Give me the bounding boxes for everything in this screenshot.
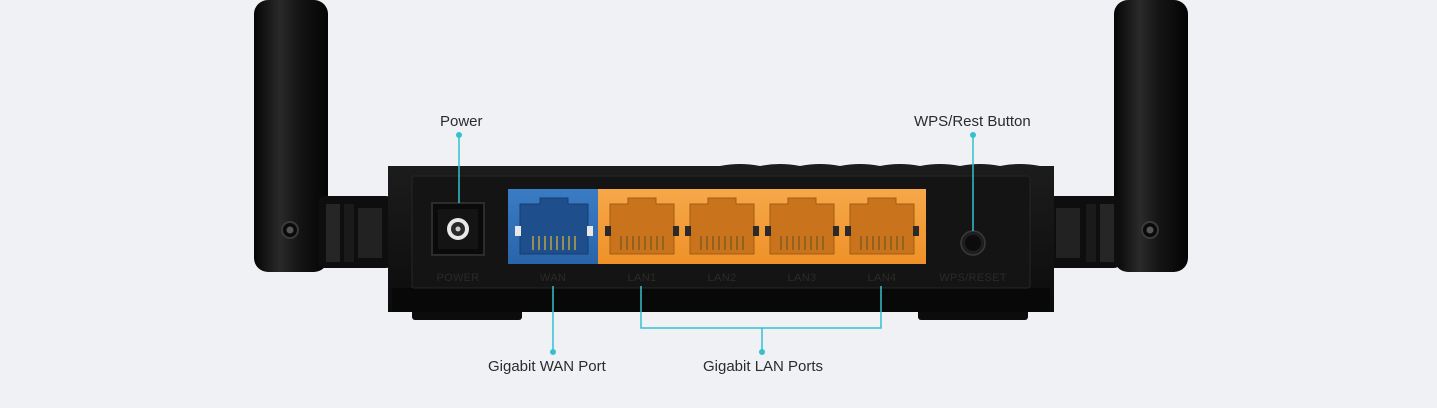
power-jack-icon xyxy=(431,202,485,256)
port-label-wan: WAN xyxy=(540,272,566,284)
port-label-power: POWER xyxy=(436,272,479,284)
power-leader-dot xyxy=(456,132,462,138)
port-label-wps-reset: WPS/RESET xyxy=(939,272,1007,284)
leader-lines xyxy=(458,135,974,352)
port-label-lan2: LAN2 xyxy=(708,272,737,284)
callout-wps-button: WPS/Rest Button xyxy=(914,113,1031,130)
lan3-ethernet-port-icon xyxy=(765,197,839,255)
wps-leader-dot xyxy=(970,132,976,138)
callout-wan-port: Gigabit WAN Port xyxy=(488,358,606,375)
wan-leader-dot xyxy=(550,349,556,355)
port-label-lan1: LAN1 xyxy=(628,272,657,284)
port-label-lan4: LAN4 xyxy=(868,272,897,284)
left-antenna-icon xyxy=(254,0,392,272)
lan1-ethernet-port-icon xyxy=(605,197,679,255)
lan-leader-dot xyxy=(759,349,765,355)
leader-dots xyxy=(456,132,976,355)
lan2-ethernet-port-icon xyxy=(685,197,759,255)
lan4-ethernet-port-icon xyxy=(845,197,919,255)
callout-lan-ports: Gigabit LAN Ports xyxy=(703,358,824,375)
right-antenna-icon xyxy=(1046,0,1188,272)
port-label-lan3: LAN3 xyxy=(788,272,817,284)
lan-bracket-line xyxy=(640,286,882,329)
wan-ethernet-port-icon xyxy=(508,189,598,264)
callout-power: Power xyxy=(440,113,483,130)
wps-button-icon xyxy=(960,230,986,256)
